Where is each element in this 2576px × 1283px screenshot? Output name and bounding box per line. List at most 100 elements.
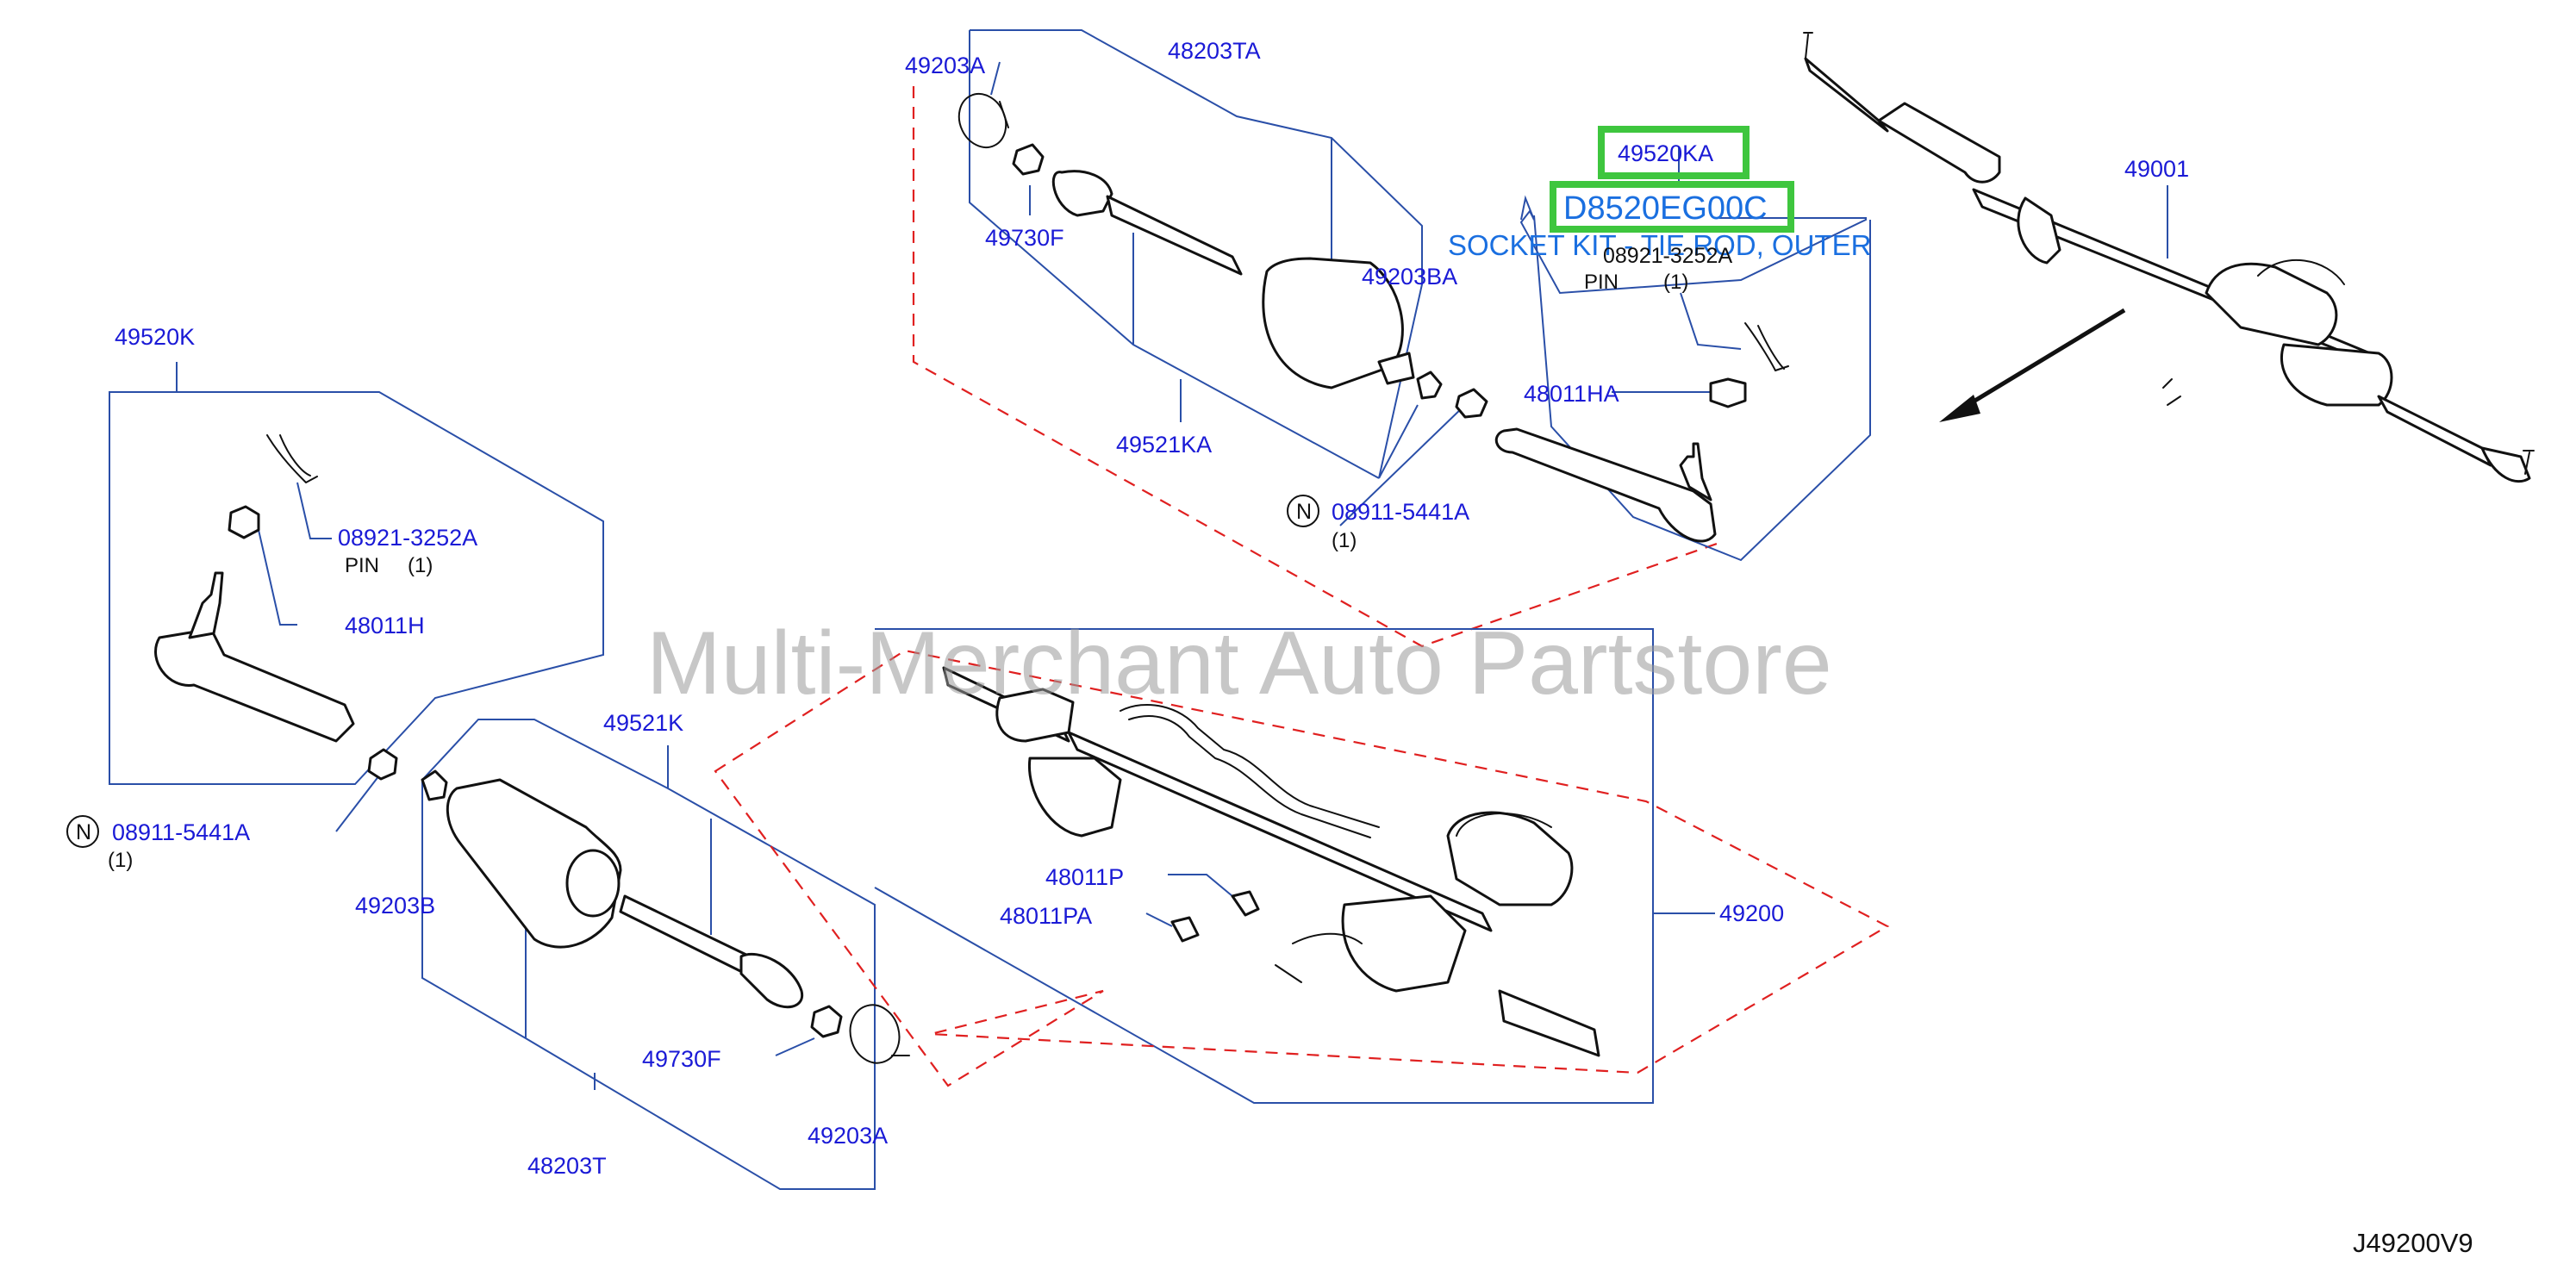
label-49001: 49001	[2124, 156, 2189, 182]
oem-number: D8520EG00C	[1563, 190, 1768, 227]
cotter-pin-left-part	[266, 434, 318, 483]
dashed-outline-upper	[912, 86, 1720, 648]
rack-tie-rod-left-part	[1804, 57, 1889, 133]
label-49730F-top: 49730F	[985, 225, 1064, 251]
lower-inner-socket-group: 49521K 49203B 49730F 49203A 48203T	[355, 710, 910, 1190]
ring-clip-tail	[999, 101, 1009, 128]
label-49203A-top: 49203A	[905, 53, 985, 78]
label-49521KA: 49521KA	[1116, 432, 1212, 458]
highlight-box-part-number[interactable]	[1598, 126, 1750, 179]
label-49521K: 49521K	[603, 710, 683, 736]
label-48011HA: 48011HA	[1524, 381, 1619, 407]
rack-stud-right-part	[2523, 450, 2535, 475]
boot-lower-end-part	[565, 849, 621, 918]
gear-tube-part	[1067, 731, 1493, 932]
leader-49203A-top	[990, 61, 1001, 96]
rack-connector-part	[2162, 378, 2181, 406]
rack-stud-left-part	[1803, 32, 1813, 59]
label-08911-left: 08911-5441A	[112, 819, 250, 845]
leader-08911-top	[1339, 404, 1466, 526]
label-pin-left-qty: (1)	[408, 554, 433, 577]
boot-neck-part	[1377, 352, 1415, 385]
leader-pin-top	[1680, 292, 1742, 350]
lock-nut-lower-part	[810, 1005, 843, 1038]
gear-motor-part	[1446, 811, 1574, 906]
rack-boot-right-part	[2280, 343, 2393, 407]
boot-clamp-lower-part	[421, 769, 448, 801]
inner-rod-shaft-part	[1106, 195, 1243, 276]
label-48203TA: 48203TA	[1168, 38, 1261, 64]
highlight-box-oem-number[interactable]	[1550, 181, 1794, 233]
boot-clamp-part	[1416, 371, 1443, 400]
leader-kit-outline	[1519, 209, 1867, 295]
boot-part	[1262, 257, 1404, 389]
leader-bracket-upper	[969, 30, 1380, 479]
direction-arrow-head	[1939, 395, 1980, 422]
gear-harness-part	[1275, 932, 1363, 983]
leader-49520K-bracket	[109, 362, 604, 785]
label-49203A-bottom: 49203A	[808, 1123, 888, 1149]
inner-rod-ball-part	[1051, 170, 1113, 217]
label-49203B: 49203B	[355, 893, 435, 919]
clip-48011PA-part	[1170, 916, 1200, 943]
leader-48011PA	[1145, 912, 1173, 927]
label-08911-left-qty: (1)	[108, 849, 133, 872]
gear-pinion-housing-part	[1341, 894, 1467, 993]
hex-nut-top-part	[1455, 388, 1488, 419]
tie-rod-end-top-part	[1494, 427, 1717, 543]
upper-inner-socket-group: 49203A 48203TA 49730F 49203BA 49521KA N …	[905, 29, 1720, 648]
label-08921-top: 08921-3252A	[1603, 244, 1732, 268]
label-pin-top: PIN	[1584, 271, 1619, 294]
leader-49200-box	[874, 628, 1654, 1104]
n-marker-top	[1287, 495, 1319, 527]
rack-motor-part	[2205, 262, 2338, 346]
part-description: SOCKET KIT - TIE ROD, OUTER	[1448, 229, 1871, 261]
gear-pipe-upper-part	[1120, 704, 1380, 828]
label-49203BA: 49203BA	[1362, 264, 1457, 290]
leader-48011H	[258, 529, 297, 626]
steering-gear-assembly-group: 48011P 48011PA 49200	[714, 628, 1890, 1104]
ring-clip-lower-part	[849, 1004, 901, 1064]
leader-48011P	[1168, 874, 1233, 897]
rack-mount-part	[2017, 196, 2061, 265]
label-08911-top: 08911-5441A	[1332, 499, 1469, 525]
gear-pinion-shaft-part	[1498, 989, 1600, 1057]
n-marker-left	[66, 815, 99, 848]
label-49520KA: 49520KA	[1618, 140, 1713, 166]
outer-tie-rod-kit-group: 49520KA D8520EG00C SOCKET KIT - TIE ROD,…	[1448, 126, 1871, 562]
rack-tie-rod-right-part	[2377, 395, 2492, 467]
rack-housing-left-part	[1877, 102, 2001, 184]
tie-rod-end-stud-part	[1679, 442, 1712, 501]
leader-08911-left	[335, 775, 380, 832]
tie-rod-end-left-part	[154, 627, 355, 743]
label-48011PA: 48011PA	[1000, 903, 1092, 929]
label-pin-left: PIN	[345, 554, 379, 577]
inner-rod-lower-shaft-part	[619, 894, 752, 975]
label-49520K: 49520K	[115, 324, 195, 350]
label-49730F-bottom: 49730F	[642, 1046, 721, 1072]
gear-pipe-lower-part	[1128, 715, 1371, 838]
leader-48203T-bracket	[421, 719, 876, 1190]
label-08921-left: 08921-3252A	[338, 525, 477, 551]
direction-arrow-line	[1959, 308, 2126, 412]
leader-nut-49203BA	[1378, 404, 1419, 479]
label-pin-top-qty: (1)	[1663, 271, 1688, 294]
cotter-pin-top-part	[1744, 322, 1789, 371]
lock-nut-part	[1012, 143, 1045, 176]
inner-rod-lower-ball-part	[739, 952, 804, 1009]
n-label-left: N	[76, 820, 91, 844]
label-48203T: 48203T	[527, 1153, 607, 1179]
leader-kit-left	[1520, 195, 1535, 221]
hex-nut-left-part	[367, 748, 398, 781]
clip-48011P-part	[1231, 890, 1260, 917]
diagram-code: J49200V9	[2353, 1228, 2473, 1258]
ring-clip-part	[957, 92, 1007, 149]
label-48011H: 48011H	[345, 613, 425, 638]
castle-nut-left-part	[228, 505, 260, 539]
label-08911-top-qty: (1)	[1332, 529, 1357, 552]
label-49200: 49200	[1719, 900, 1784, 926]
leader-49730F-bottom	[775, 1037, 815, 1056]
left-outer-tie-rod-group: 49520K 08921-3252A PIN (1) 48011H N 0891…	[66, 324, 604, 872]
